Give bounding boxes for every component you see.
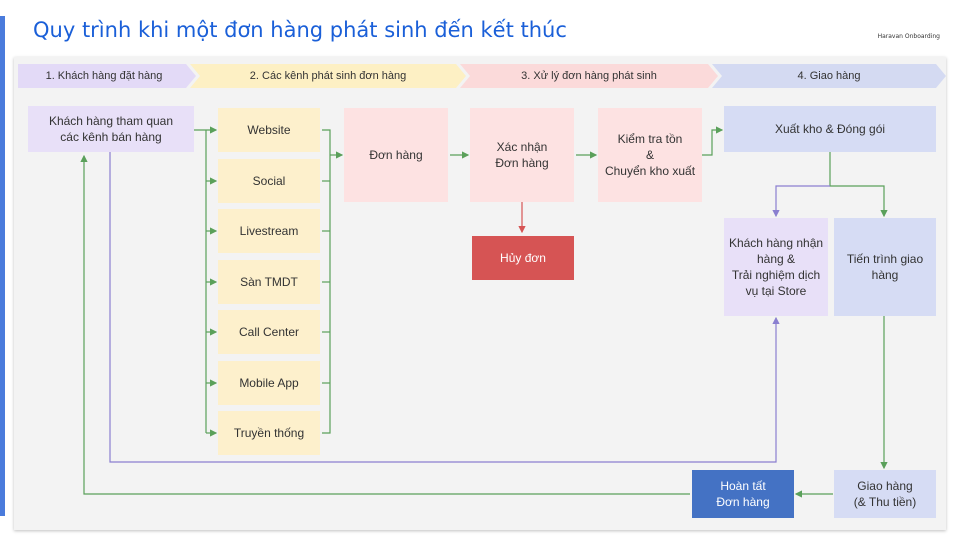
node-customer-visit: Khách hàng tham quan các kênh bán hàng — [28, 106, 194, 152]
edge-export-delivery-process — [829, 152, 888, 218]
stage-1-label: 1. Khách hàng đặt hàng — [45, 70, 163, 82]
node-confirm: Xác nhận Đơn hàng — [470, 108, 574, 202]
channel-social: Social — [218, 159, 320, 203]
stage-3-label: 3. Xử lý đơn hàng phát sinh — [521, 70, 657, 82]
channel-website: Website — [218, 108, 320, 152]
stage-2-label: 2. Các kênh phát sinh đơn hàng — [249, 70, 407, 82]
stage-chevron-2 — [190, 64, 466, 88]
channel-san-tmdt: Sàn TMDT — [218, 260, 320, 304]
node-check-stock: Kiểm tra tồn & Chuyển kho xuất — [598, 108, 702, 202]
channel-truyen-thong: Truyền thống — [218, 411, 320, 455]
node-delivery-process: Tiến trình giao hàng — [834, 218, 936, 316]
channel-livestream: Livestream — [218, 209, 320, 253]
edge-complete-customer — [80, 154, 690, 495]
stage-chevron-4 — [712, 64, 946, 88]
node-complete: Hoàn tất Đơn hàng — [692, 470, 794, 518]
node-cancel: Hủy đơn — [472, 236, 574, 280]
stage-chevron-1 — [18, 64, 196, 88]
brand-label: Haravan Onboarding — [877, 33, 940, 40]
edge-export-store — [772, 185, 830, 218]
edge-customer-store — [109, 152, 780, 463]
channel-mobile-app: Mobile App — [218, 361, 320, 405]
node-delivery: Giao hàng (& Thu tiền) — [834, 470, 936, 518]
channel-call-center: Call Center — [218, 310, 320, 354]
node-store-pickup: Khách hàng nhận hàng & Trải nghiệm dịch … — [724, 218, 828, 316]
page-title: Quy trình khi một đơn hàng phát sinh đến… — [33, 18, 567, 42]
accent-bar — [0, 16, 5, 516]
stage-chevron-3 — [460, 64, 718, 88]
node-export-pack: Xuất kho & Đóng gói — [724, 106, 936, 152]
stage-4-label: 4. Giao hàng — [797, 70, 861, 82]
edge-check-export — [702, 126, 724, 156]
node-order: Đơn hàng — [344, 108, 448, 202]
